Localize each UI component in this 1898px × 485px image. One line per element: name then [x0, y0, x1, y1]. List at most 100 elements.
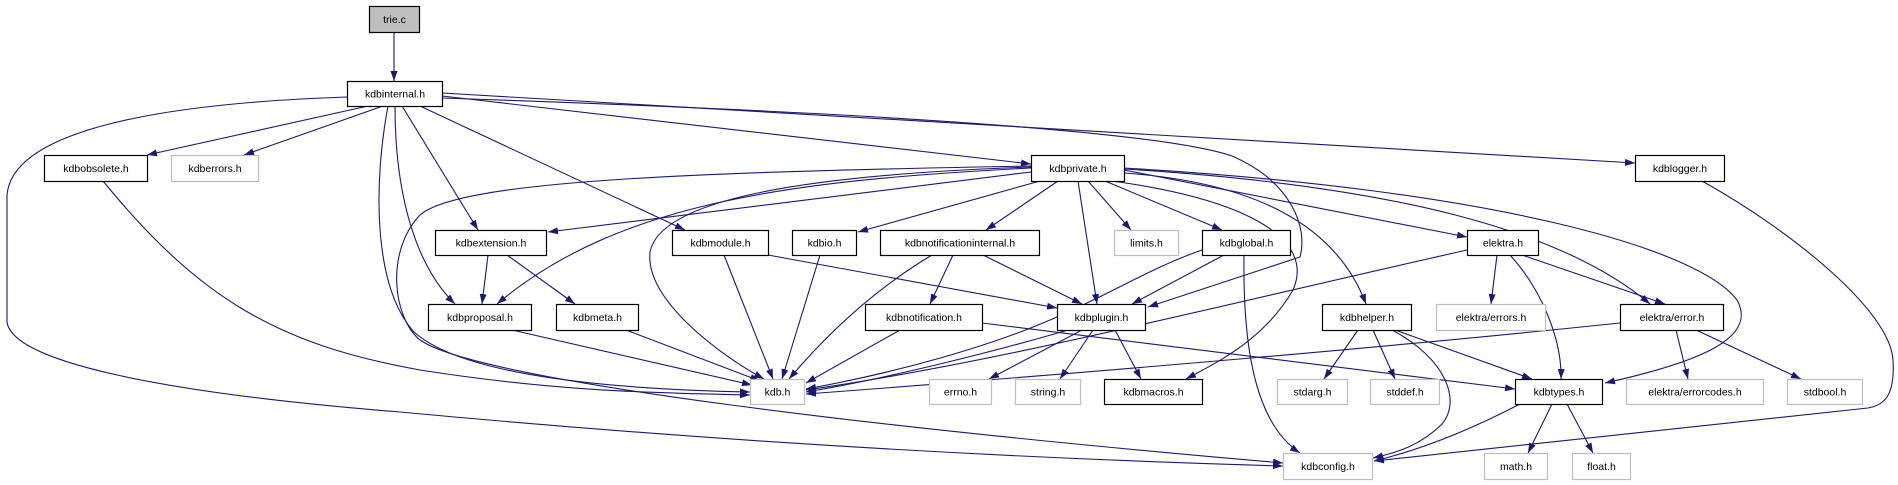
- edge-kdbhelper-h-to-kdbconfig-h: [1372, 329, 1451, 460]
- node-box[interactable]: [1619, 303, 1725, 332]
- node-box[interactable]: [1056, 303, 1147, 332]
- node-kdbnotificationinternal-h[interactable]: kdbnotificationinternal.h: [879, 229, 1041, 257]
- edge-kdbprivate-h-to-kdbio-h: [857, 180, 1041, 233]
- node-label[interactable]: kdbextension.h: [456, 238, 527, 250]
- node-elektra-errorcodes-h: elektra/errorcodes.h: [1625, 378, 1765, 406]
- edge-kdbtypes-h-to-float-h: [1566, 403, 1594, 454]
- node-kdbextension-h[interactable]: kdbextension.h: [434, 229, 548, 257]
- edge-kdbinternal-h-to-kdberrors-h: [243, 105, 384, 156]
- edge-kdbplugin-h-to-errno-h: [988, 329, 1083, 380]
- edge-kdbprivate-h-to-kdbmacros-h: [1111, 180, 1298, 380]
- node-kdbmacros-h[interactable]: kdbmacros.h: [1103, 378, 1204, 406]
- node-kdbobsolete-h[interactable]: kdbobsolete.h: [43, 154, 149, 183]
- node-stdbool-h: stdbool.h: [1786, 378, 1864, 406]
- node-kdbprivate-h[interactable]: kdbprivate.h: [1030, 154, 1126, 183]
- node-limits-h: limits.h: [1113, 229, 1180, 257]
- node-box[interactable]: [555, 303, 640, 332]
- node-label[interactable]: elektra/error.h: [1640, 312, 1705, 324]
- node-box[interactable]: [1514, 378, 1604, 406]
- node-box[interactable]: [1030, 154, 1126, 183]
- node-kdbnotification-h[interactable]: kdbnotification.h: [864, 303, 984, 332]
- edge-kdbhelper-h-to-stddef-h: [1372, 329, 1396, 380]
- edge-kdblogger-h-to-kdbconfig-h: [1373, 180, 1894, 464]
- node-label[interactable]: kdbmodule.h: [690, 238, 750, 250]
- node-box[interactable]: [864, 303, 984, 332]
- node-kdbmodule-h[interactable]: kdbmodule.h: [671, 229, 770, 257]
- node-kdbinternal-h[interactable]: kdbinternal.h: [346, 80, 444, 108]
- edge-kdbglobal-h-to-kdb-h: [805, 249, 1203, 391]
- node-kdb-h: kdb.h: [749, 378, 806, 406]
- edge-kdbinternal-h-to-kdbmodule-h: [419, 105, 686, 231]
- node-label[interactable]: kdbplugin.h: [1075, 312, 1129, 324]
- node-box[interactable]: [1634, 154, 1726, 183]
- edge-kdbextension-h-to-kdbproposal-h: [479, 254, 489, 305]
- edge-kdbprivate-h-to-kdbhelper-h: [1123, 172, 1367, 305]
- node-label[interactable]: elektra.h: [1483, 238, 1523, 250]
- node-box[interactable]: [671, 229, 770, 257]
- node-label[interactable]: kdbproposal.h: [447, 312, 513, 324]
- node-label[interactable]: kdbinternal.h: [365, 89, 425, 101]
- node-box[interactable]: [434, 229, 548, 257]
- node-box[interactable]: [346, 80, 444, 108]
- node-box: [1282, 452, 1374, 481]
- edge-kdbglobal-h-to-kdbconfig-h: [1243, 254, 1301, 454]
- node-label[interactable]: kdbglobal.h: [1220, 238, 1274, 250]
- node-box[interactable]: [43, 154, 149, 183]
- node-label[interactable]: kdbio.h: [808, 238, 842, 250]
- node-kdbhelper-h[interactable]: kdbhelper.h: [1321, 303, 1413, 332]
- edge-kdbnotificationinternal-h-to-kdbnotification-h: [929, 254, 954, 305]
- edge-kdbprivate-h-to-kdbglobal-h: [1104, 180, 1223, 231]
- node-float-h: float.h: [1571, 452, 1632, 481]
- edge-kdbprivate-h-to-kdbconfig-h: [396, 165, 1284, 466]
- edge-kdbinternal-h-to-kdbproposal-h: [394, 105, 456, 305]
- node-label[interactable]: kdbnotificationinternal.h: [905, 238, 1015, 250]
- edges-layer: [6, 32, 1894, 470]
- edge-kdbinternal-h-to-kdbconfig-h: [6, 96, 1284, 470]
- node-box[interactable]: [879, 229, 1041, 257]
- node-kdbplugin-h[interactable]: kdbplugin.h: [1056, 303, 1147, 332]
- node-label[interactable]: kdbmacros.h: [1123, 387, 1183, 399]
- node-box: [1571, 452, 1632, 481]
- node-box: [1625, 378, 1765, 406]
- edge-kdbprivate-h-to-kdbtypes-h: [1123, 167, 1742, 385]
- edge-kdbprivate-h-to-limits-h: [1087, 180, 1132, 231]
- node-label[interactable]: kdbnotification.h: [886, 312, 962, 324]
- node-box: [1786, 378, 1864, 406]
- edge-kdbinternal-h-to-kdb-h: [378, 105, 751, 396]
- node-kdbglobal-h[interactable]: kdbglobal.h: [1201, 229, 1292, 257]
- edge-elektra-error-h-to-elektra-errorcodes-h: [1675, 329, 1690, 380]
- node-elektra-h[interactable]: elektra.h: [1466, 229, 1540, 257]
- node-label[interactable]: kdblogger.h: [1653, 163, 1707, 175]
- node-box[interactable]: [427, 303, 533, 332]
- node-label[interactable]: kdbhelper.h: [1340, 312, 1394, 324]
- edge-kdbio-h-to-kdb-h: [781, 254, 821, 380]
- node-box: [368, 5, 421, 34]
- edge-kdbnotificationinternal-h-to-kdb-h: [788, 254, 933, 380]
- edge-kdbplugin-h-to-kdb-h: [805, 329, 1069, 394]
- node-elektra-errors-h: elektra/errors.h: [1435, 303, 1547, 332]
- node-label: kdbconfig.h: [1301, 461, 1355, 473]
- node-box[interactable]: [1103, 378, 1204, 406]
- node-kdbproposal-h[interactable]: kdbproposal.h: [427, 303, 533, 332]
- edge-kdbprivate-h-to-elektra-h: [1123, 169, 1468, 239]
- node-kdbio-h[interactable]: kdbio.h: [791, 229, 858, 257]
- node-kdbtypes-h[interactable]: kdbtypes.h: [1514, 378, 1604, 406]
- edge-kdbhelper-h-to-stdarg-h: [1323, 329, 1359, 380]
- node-kdblogger-h[interactable]: kdblogger.h: [1634, 154, 1726, 183]
- node-box[interactable]: [1321, 303, 1413, 332]
- node-box: [1369, 378, 1441, 406]
- node-label[interactable]: kdbmeta.h: [573, 312, 622, 324]
- node-box[interactable]: [1466, 229, 1540, 257]
- node-label[interactable]: kdbtypes.h: [1534, 387, 1585, 399]
- node-box[interactable]: [791, 229, 858, 257]
- edge-kdbobsolete-h-to-kdb-h: [102, 180, 751, 399]
- node-label[interactable]: kdbobsolete.h: [63, 163, 129, 175]
- edge-kdbtypes-h-to-kdbconfig-h: [1373, 403, 1521, 463]
- node-box[interactable]: [1201, 229, 1292, 257]
- node-string-h: string.h: [1014, 378, 1082, 406]
- node-kdbmeta-h[interactable]: kdbmeta.h: [555, 303, 640, 332]
- node-elektra-error-h[interactable]: elektra/error.h: [1619, 303, 1725, 332]
- edge-elektra-h-to-elektra-errors-h: [1488, 254, 1498, 305]
- node-label[interactable]: kdbprivate.h: [1049, 163, 1106, 175]
- edge-kdbmodule-h-to-kdb-h: [723, 254, 774, 380]
